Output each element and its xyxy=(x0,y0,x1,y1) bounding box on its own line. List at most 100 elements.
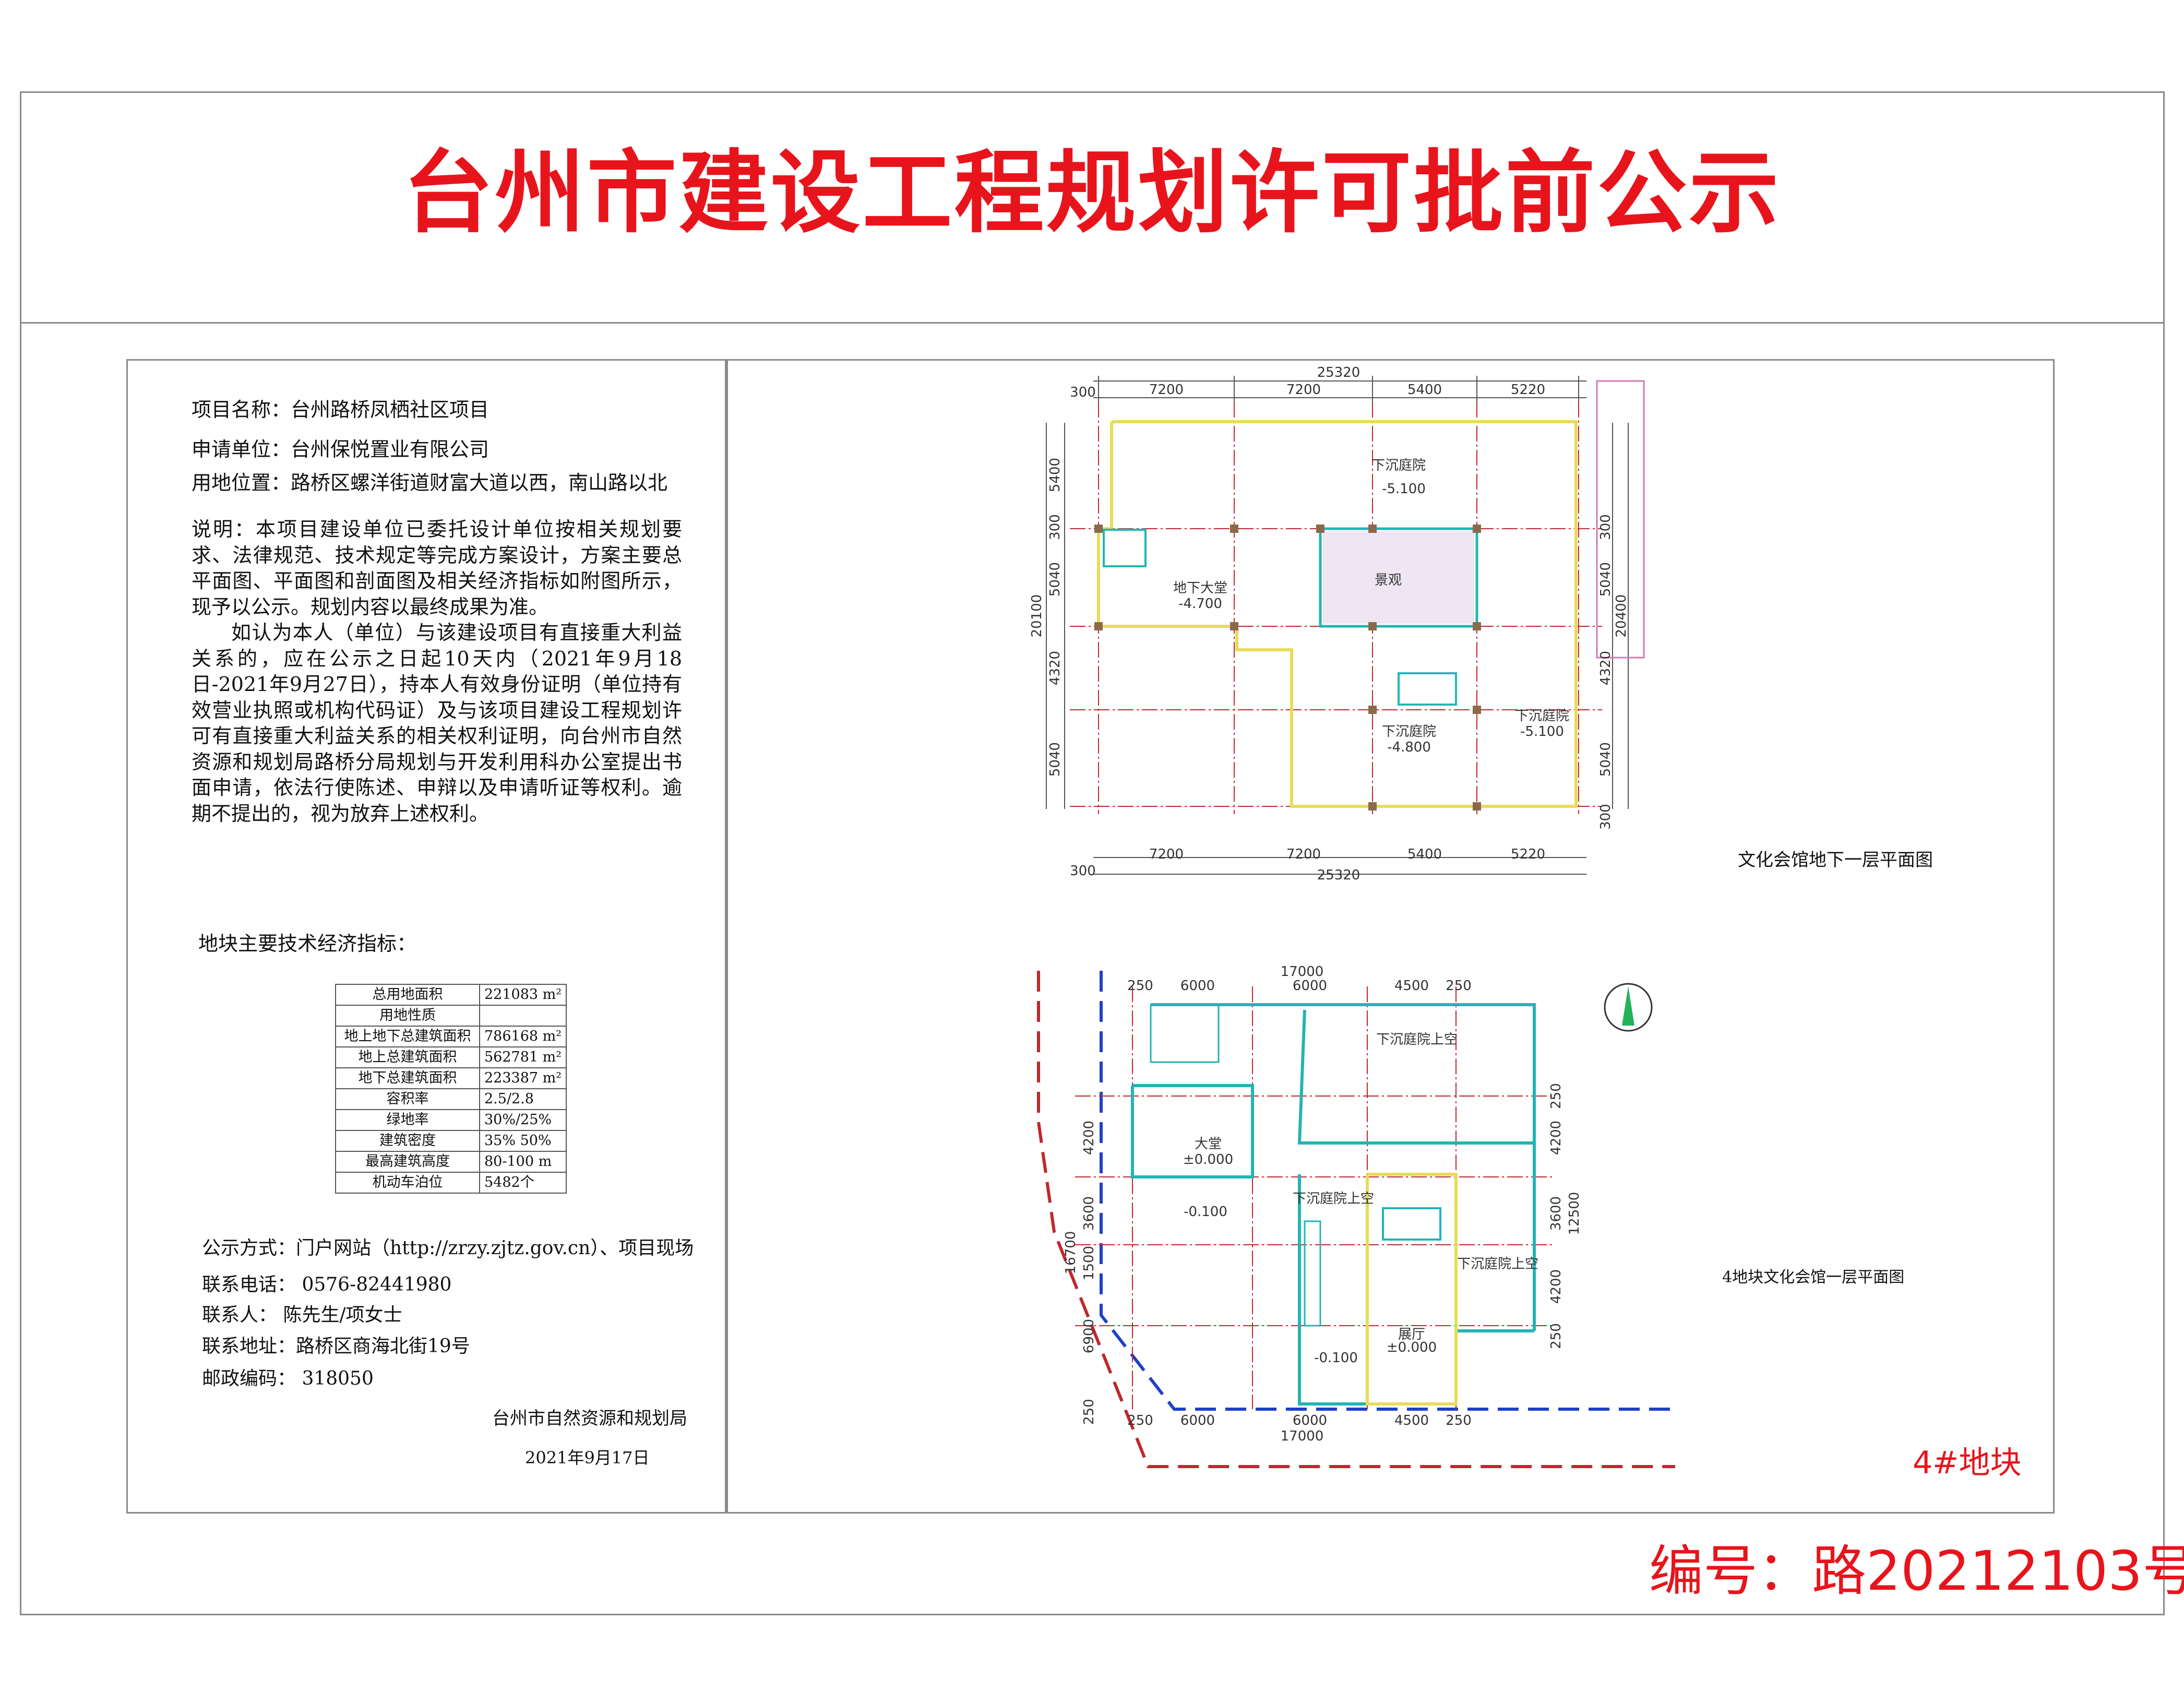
ground-plan-label: 4地块文化会馆一层平面图 xyxy=(1722,1268,1905,1287)
dimension-label: -4.800 xyxy=(1387,740,1431,755)
indicator-value: 786168 m² xyxy=(479,1026,567,1047)
dimension-label: 下沉庭院上空 xyxy=(1376,1032,1458,1047)
issuing-org: 台州市自然资源和规划局 xyxy=(492,1408,687,1429)
indicator-label: 绿地率 xyxy=(335,1109,480,1131)
dimension-label: 300 xyxy=(1070,385,1096,400)
dimension-label: 4320 xyxy=(1598,651,1614,685)
dimension-label: 展厅 xyxy=(1398,1327,1425,1342)
serial-number: 编号：路20212103号 xyxy=(1649,1539,2184,1603)
dimension-label: 12500 xyxy=(1567,1192,1582,1235)
dimension-label: 7200 xyxy=(1149,847,1184,862)
dimension-label: -5.100 xyxy=(1520,724,1564,740)
dimension-label: 5040 xyxy=(1598,742,1614,777)
indicator-value: 80-100 m xyxy=(479,1151,567,1173)
indicator-label: 总用地面积 xyxy=(335,984,480,1006)
ground-dimension-labels: 17000 250 250 6000 6000 6000 6000 4500 4500 250 25… xyxy=(1063,964,1582,1444)
basement-dimension-labels: 2532072007200720072005400540052205220300… xyxy=(1029,365,1629,883)
page-title: 台州市建设工程规划许可批前公示 xyxy=(403,140,1781,245)
dimension-label: 16700 xyxy=(1063,1231,1079,1275)
dimension-label: 下沉庭院上空 xyxy=(1457,1256,1538,1272)
dimension-label: 6000 xyxy=(1293,978,1327,994)
dimension-label: 5400 xyxy=(1407,382,1442,398)
indicator-label: 建筑密度 xyxy=(335,1130,480,1152)
description-para-2: 如认为本人（单位）与该建设项目有直接重大利益关系的，应在公示之日起10天内（20… xyxy=(192,621,682,825)
dimension-label: 4500 xyxy=(1394,978,1429,994)
dimension-label: 大堂 xyxy=(1195,1136,1222,1152)
indicator-value: 223387 m² xyxy=(479,1067,567,1089)
dimension-label: 250 xyxy=(1127,978,1153,994)
dimension-label: 5040 xyxy=(1598,562,1614,597)
description: 说明：本项目建设单位已委托设计单位按相关规划要求、法律规范、技术规定等完成方案设… xyxy=(192,517,682,827)
dimension-label: 20100 xyxy=(1029,594,1045,638)
project-name: 项目名称：台州路桥凤栖社区项目 xyxy=(192,398,490,421)
dimension-label: 5220 xyxy=(1511,847,1545,862)
dimension-label: 景观 xyxy=(1375,573,1402,588)
dimension-label: 下沉庭院 xyxy=(1371,458,1426,473)
contact-person: 联系人： 陈先生/项女士 xyxy=(202,1304,402,1326)
applicant: 申请单位：台州保悦置业有限公司 xyxy=(192,438,490,461)
dimension-label: 300 xyxy=(1598,514,1614,540)
dimension-label: 25320 xyxy=(1317,867,1360,883)
indicator-label: 地下总建筑面积 xyxy=(335,1067,480,1089)
dimension-label: 6900 xyxy=(1081,1319,1097,1353)
indicator-value: 30%/25% xyxy=(479,1109,567,1131)
indicator-value xyxy=(479,1005,567,1027)
basement-plan xyxy=(1046,376,1645,875)
indicator-value: 562781 m² xyxy=(479,1046,567,1068)
indicator-label: 用地性质 xyxy=(335,1005,480,1027)
title-box xyxy=(20,91,2165,324)
publicity-method: 公示方式：门户网站（http://zrzy.zjtz.gov.cn）、项目现场 xyxy=(202,1237,694,1259)
dimension-label: 7200 xyxy=(1286,382,1321,398)
dimension-label: 250 xyxy=(1548,1083,1564,1109)
dimension-label: 4200 xyxy=(1548,1269,1564,1304)
dimension-label: 5400 xyxy=(1047,458,1063,492)
dimension-label: 下沉庭院 xyxy=(1382,724,1436,740)
dimension-label: -0.100 xyxy=(1184,1204,1227,1220)
dimension-label: 300 xyxy=(1070,863,1096,879)
indicator-value: 221083 m² xyxy=(479,984,567,1006)
dimension-label: 4500 xyxy=(1394,1413,1429,1428)
dimension-label: 下沉庭院 xyxy=(1515,708,1569,724)
dimension-label: 4200 xyxy=(1081,1121,1097,1155)
dimension-label: 1500 xyxy=(1081,1246,1097,1280)
dimension-label: 20400 xyxy=(1614,594,1629,638)
description-para-1: 说明：本项目建设单位已委托设计单位按相关规划要求、法律规范、技术规定等完成方案设… xyxy=(192,518,682,618)
dimension-label: -0.100 xyxy=(1314,1350,1358,1366)
postcode: 邮政编码： 318050 xyxy=(202,1368,374,1389)
dimension-label: 5400 xyxy=(1407,847,1442,862)
dimension-label: 地下大堂 xyxy=(1173,580,1227,596)
dimension-label: 4200 xyxy=(1548,1121,1564,1155)
indicator-row: 用地性质 xyxy=(335,1005,567,1027)
dimension-label: 250 xyxy=(1548,1323,1564,1349)
dimension-label: ±0.000 xyxy=(1183,1152,1233,1168)
dimension-label: 6000 xyxy=(1180,978,1215,994)
drawing-panel xyxy=(726,359,2055,1514)
dimension-label: 17000 xyxy=(1281,1428,1324,1444)
indicator-title: 地块主要技术经济指标： xyxy=(198,932,417,955)
dimension-label: 3600 xyxy=(1081,1196,1097,1231)
dimension-label: -4.700 xyxy=(1178,596,1222,612)
indicator-label: 最高建筑高度 xyxy=(335,1151,480,1173)
dimension-label: 6000 xyxy=(1293,1413,1327,1428)
indicator-label: 机动车泊位 xyxy=(335,1172,480,1194)
indicator-label: 地上总建筑面积 xyxy=(335,1046,480,1068)
dimension-label: 300 xyxy=(1598,804,1614,830)
dimension-label: 4320 xyxy=(1047,651,1063,685)
contact-phone: 联系电话： 0576-82441980 xyxy=(202,1274,452,1295)
dimension-label: 250 xyxy=(1446,1413,1472,1428)
dimension-label: 5040 xyxy=(1047,742,1063,777)
dimension-label: 250 xyxy=(1446,978,1472,994)
dimension-label: 250 xyxy=(1081,1399,1097,1425)
indicator-value: 5482个 xyxy=(479,1172,567,1194)
dimension-label: 250 xyxy=(1127,1413,1153,1428)
dimension-label: 3600 xyxy=(1548,1196,1564,1231)
notice-panel xyxy=(126,359,726,1514)
dimension-label: 6000 xyxy=(1180,1413,1215,1428)
indicator-value: 2.5/2.8 xyxy=(479,1088,567,1110)
dimension-label: ±0.000 xyxy=(1387,1340,1437,1355)
